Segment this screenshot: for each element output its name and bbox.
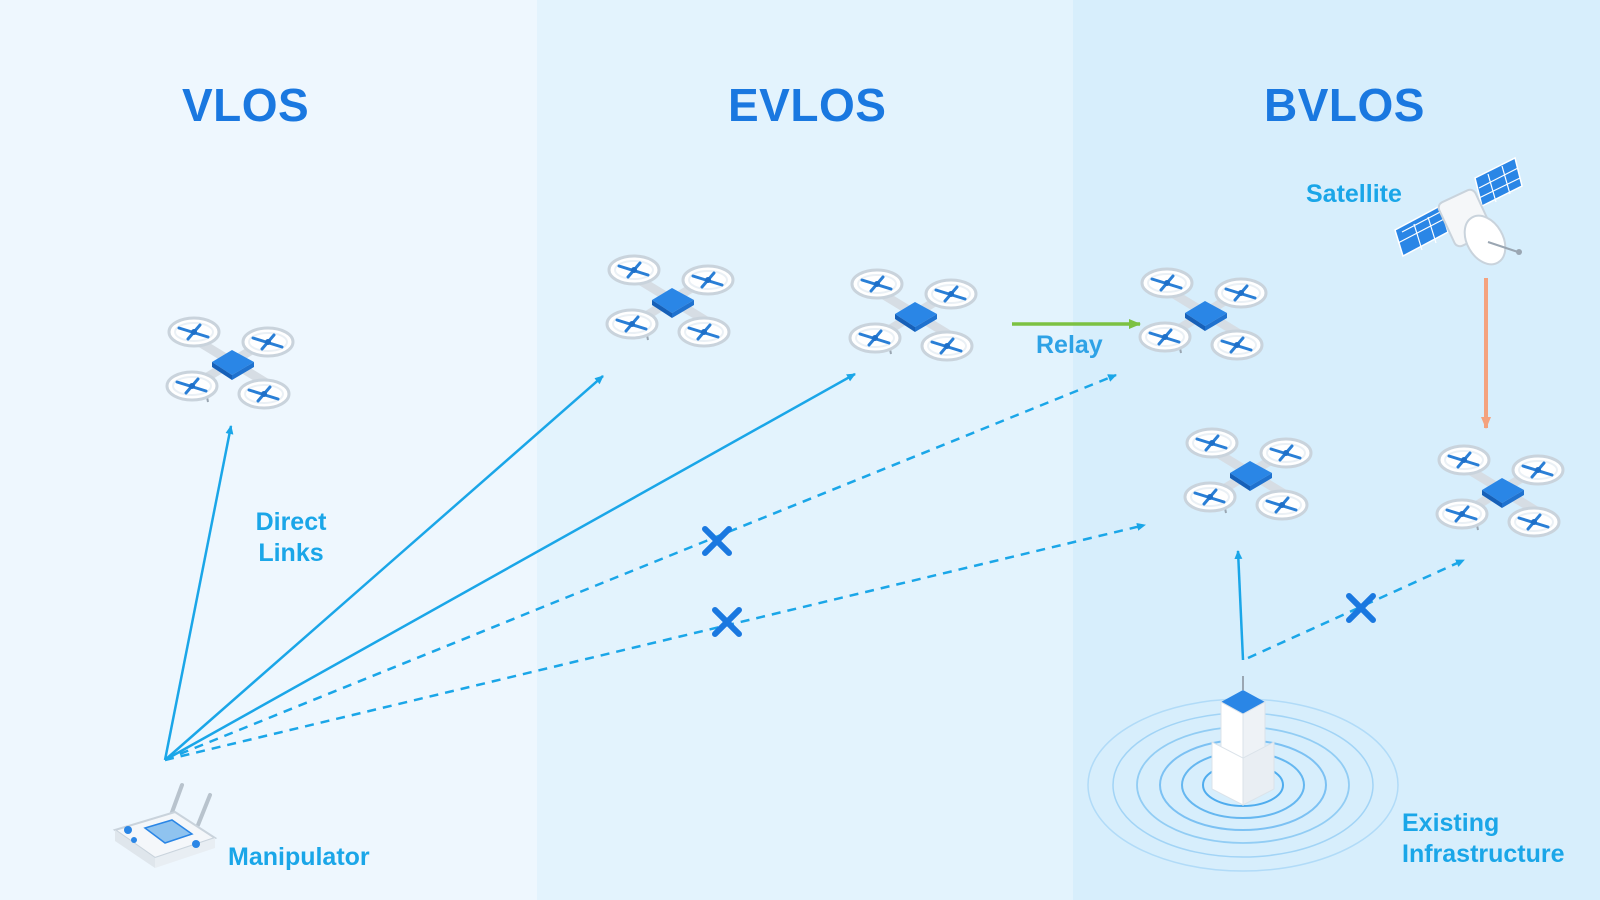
vlos-zone [0,0,537,900]
direct-links-line1: Direct [255,508,327,536]
drone-vlos-icon [167,318,293,408]
blocked-x-icon [715,610,739,634]
direct-link-evlos-2 [164,372,856,762]
blocked-link-1 [164,373,1117,762]
existing-infrastructure-line1: Existing [1402,809,1500,837]
drone-bvlos-relay-icon [1140,269,1266,359]
zone-title-bvlos: BVLOS [1264,79,1425,131]
direct-link-vlos [163,425,234,761]
direct-link-evlos-1 [164,375,604,761]
bvlos-zone [1073,0,1600,900]
blocked-x-icon [705,529,729,553]
blocked-link-2 [164,522,1146,762]
satellite-icon [1394,156,1523,266]
tower-uplink [1234,550,1245,661]
direct-links-line2: Links [258,539,324,567]
drone-bvlos-satellite-icon [1437,446,1563,536]
drone-evlos-1-icon [607,256,733,346]
zone-title-evlos: EVLOS [728,79,887,131]
existing-infrastructure-label: Existing Infrastructure [1402,808,1565,870]
drone-bvlos-tower-icon [1185,429,1311,519]
blocked-x-icon [1349,596,1373,620]
manipulator-controller-icon [112,783,218,868]
zone-title-vlos: VLOS [182,79,310,131]
satellite-label: Satellite [1306,180,1402,208]
direct-links-label: Direct Links [253,507,329,569]
manipulator-label: Manipulator [228,843,370,871]
drone-evlos-2-icon [850,270,976,360]
relay-label: Relay [1036,331,1103,359]
existing-infrastructure-line2: Infrastructure [1402,840,1565,868]
evlos-zone [537,0,1073,900]
infrastructure-tower-icon [1211,676,1275,806]
